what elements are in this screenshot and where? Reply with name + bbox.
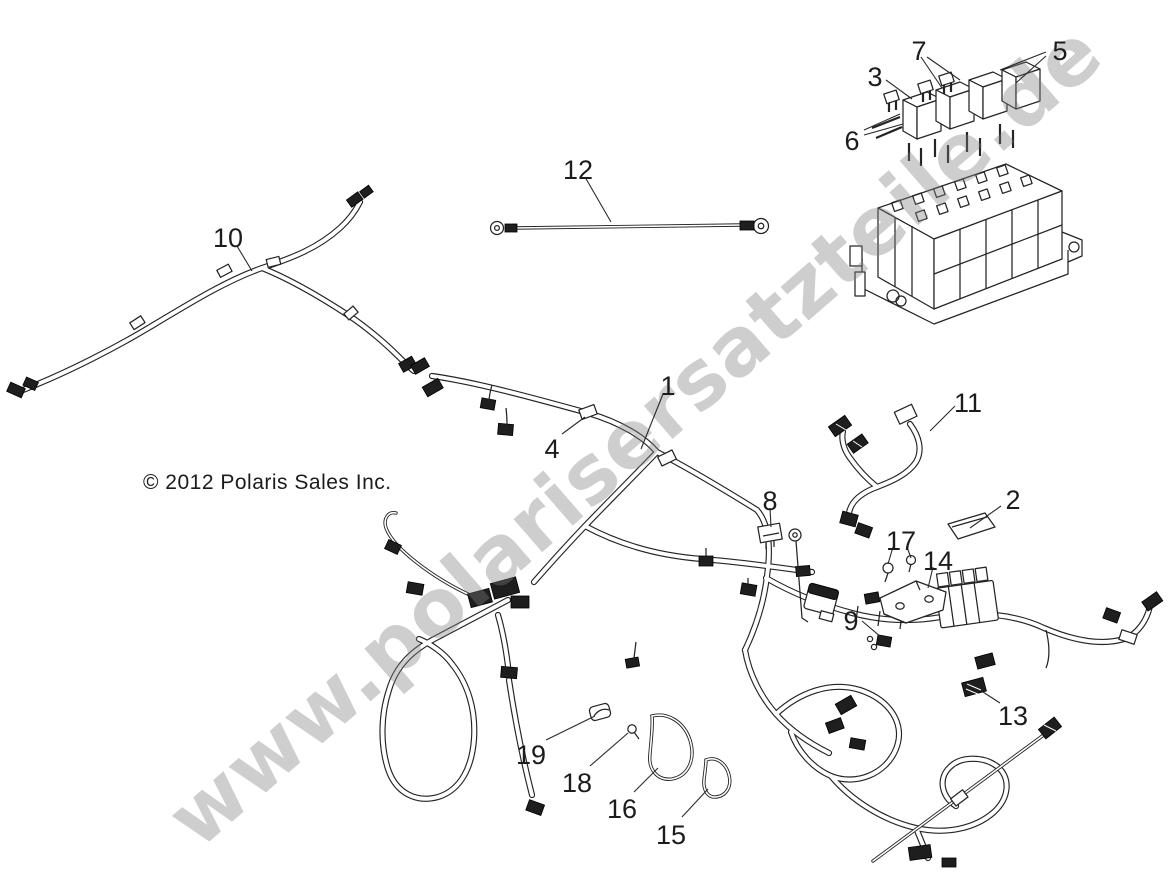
blade-terminals bbox=[871, 115, 903, 140]
harness-10-art bbox=[6, 184, 418, 399]
callout-11: 11 bbox=[954, 388, 982, 418]
callout-leader-12 bbox=[584, 176, 612, 223]
callout-12: 12 bbox=[563, 155, 593, 185]
callout-3: 3 bbox=[867, 62, 882, 92]
callout-leader-2 bbox=[969, 505, 1002, 529]
callout-leader-8 bbox=[769, 507, 772, 528]
callout-leader-9 bbox=[861, 620, 882, 638]
ring-stem-art bbox=[788, 528, 802, 542]
callout-16: 16 bbox=[607, 794, 637, 824]
callout-7: 7 bbox=[911, 36, 926, 66]
callout-14: 14 bbox=[923, 546, 953, 576]
callout-leader-15 bbox=[681, 788, 709, 818]
mounting-parts-art bbox=[757, 512, 996, 698]
mini-fuses bbox=[883, 71, 955, 112]
callout-leader-17 bbox=[906, 546, 912, 559]
callout-6: 6 bbox=[844, 126, 859, 156]
harness-clamps bbox=[578, 403, 1138, 807]
callout-leader-4 bbox=[561, 416, 586, 435]
connector-9-art bbox=[866, 634, 893, 651]
ground-strap-12-art bbox=[489, 217, 770, 236]
copyright-text: © 2012 Polaris Sales Inc. bbox=[143, 471, 392, 494]
callout-10: 10 bbox=[213, 223, 243, 253]
callout-leader-7 bbox=[920, 56, 943, 89]
callout-9: 9 bbox=[843, 606, 858, 636]
callout-leader-17 bbox=[887, 546, 894, 565]
callout-leader-6 bbox=[863, 113, 901, 131]
callout-leader-19 bbox=[545, 715, 596, 741]
callout-leader-5 bbox=[999, 51, 1047, 71]
callout-leader-7 bbox=[926, 56, 961, 81]
screws-17-art bbox=[882, 554, 917, 583]
callout-18: 18 bbox=[562, 768, 592, 798]
callout-2: 2 bbox=[1005, 485, 1020, 515]
callout-17: 17 bbox=[886, 526, 916, 556]
callout-leader-1 bbox=[640, 393, 664, 450]
harness-connectors bbox=[384, 357, 1164, 868]
callout-5: 5 bbox=[1052, 36, 1067, 66]
callout-1: 1 bbox=[660, 371, 675, 401]
fuse-box-art bbox=[849, 61, 1083, 325]
fuse-box-sockets bbox=[891, 164, 1033, 223]
callout-leader-10 bbox=[236, 245, 253, 272]
callout-19: 19 bbox=[516, 740, 546, 770]
callout-8: 8 bbox=[762, 486, 777, 516]
callout-15: 15 bbox=[656, 820, 686, 850]
screw-18-art bbox=[627, 724, 640, 740]
callout-leader-14 bbox=[927, 566, 934, 589]
callout-leader-18 bbox=[589, 732, 629, 767]
module-art bbox=[803, 582, 840, 623]
callout-leader-6 bbox=[863, 123, 904, 136]
flasher-8-art bbox=[757, 522, 783, 549]
callout-leader-13 bbox=[982, 691, 1001, 704]
cover-2-art bbox=[947, 512, 996, 540]
callout-leader-11 bbox=[929, 405, 956, 432]
callout-4: 4 bbox=[544, 434, 559, 464]
sub-harness-11-art bbox=[827, 403, 919, 539]
callout-leader-16 bbox=[633, 767, 659, 793]
relay-pins bbox=[907, 124, 1015, 166]
relay-holder-art bbox=[935, 566, 999, 629]
callout-13: 13 bbox=[998, 701, 1028, 731]
harness-10-clips bbox=[129, 255, 359, 331]
relay-cubes bbox=[902, 61, 1041, 140]
callout-leader-5 bbox=[1015, 55, 1047, 84]
connector-13-art bbox=[961, 676, 987, 698]
callout-leader-3 bbox=[885, 79, 913, 100]
